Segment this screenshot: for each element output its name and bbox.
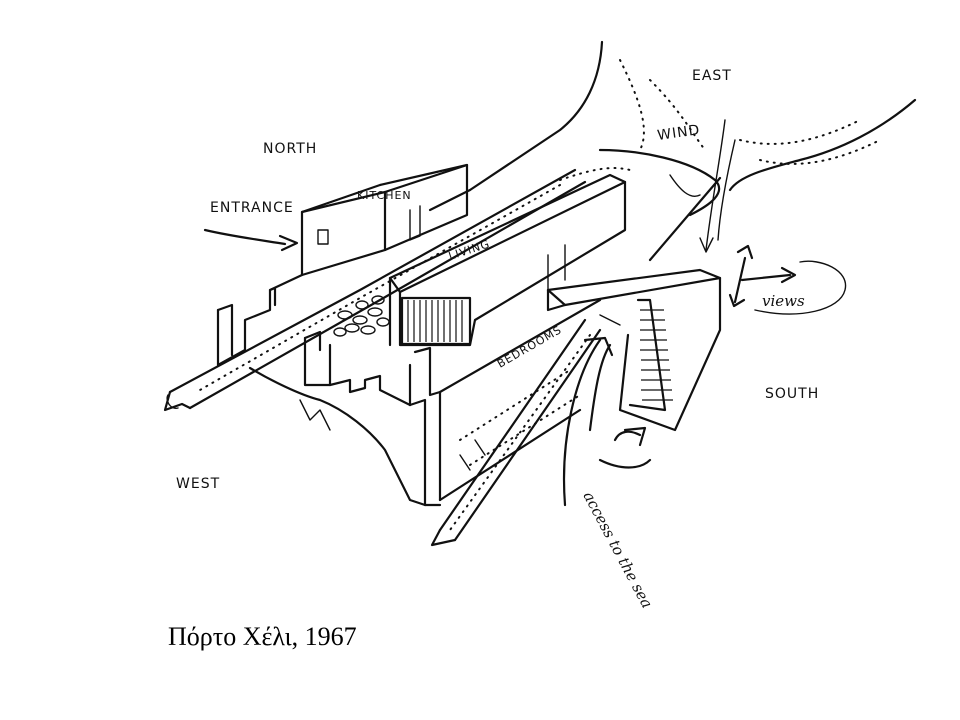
label-kitchen: KITCHEN	[357, 189, 412, 202]
views-arrows	[728, 244, 847, 315]
stair-pavilion	[546, 268, 722, 432]
label-entrance: ENTRANCE	[210, 200, 294, 216]
label-north: NORTH	[263, 141, 317, 157]
walkway-spine	[163, 168, 587, 412]
bedrooms-wing	[248, 298, 602, 507]
stones	[333, 295, 390, 337]
label-views: views	[762, 292, 805, 310]
coastline	[428, 40, 917, 262]
label-access-to-the-sea: access to the sea	[579, 488, 656, 611]
label-wind: WIND	[656, 122, 701, 144]
label-west: WEST	[176, 476, 220, 492]
living-block	[388, 173, 627, 347]
label-south: SOUTH	[765, 386, 819, 402]
caption: Πόρτο Χέλι, 1967	[168, 622, 357, 651]
wind-arrow	[699, 119, 736, 253]
west-wall	[216, 273, 304, 367]
entrance-arrow	[203, 228, 299, 252]
south-arrow	[430, 318, 602, 547]
rocks-west	[299, 399, 486, 471]
label-east: EAST	[692, 68, 732, 84]
kitchen-block	[300, 163, 469, 277]
access-arrows	[562, 336, 652, 507]
